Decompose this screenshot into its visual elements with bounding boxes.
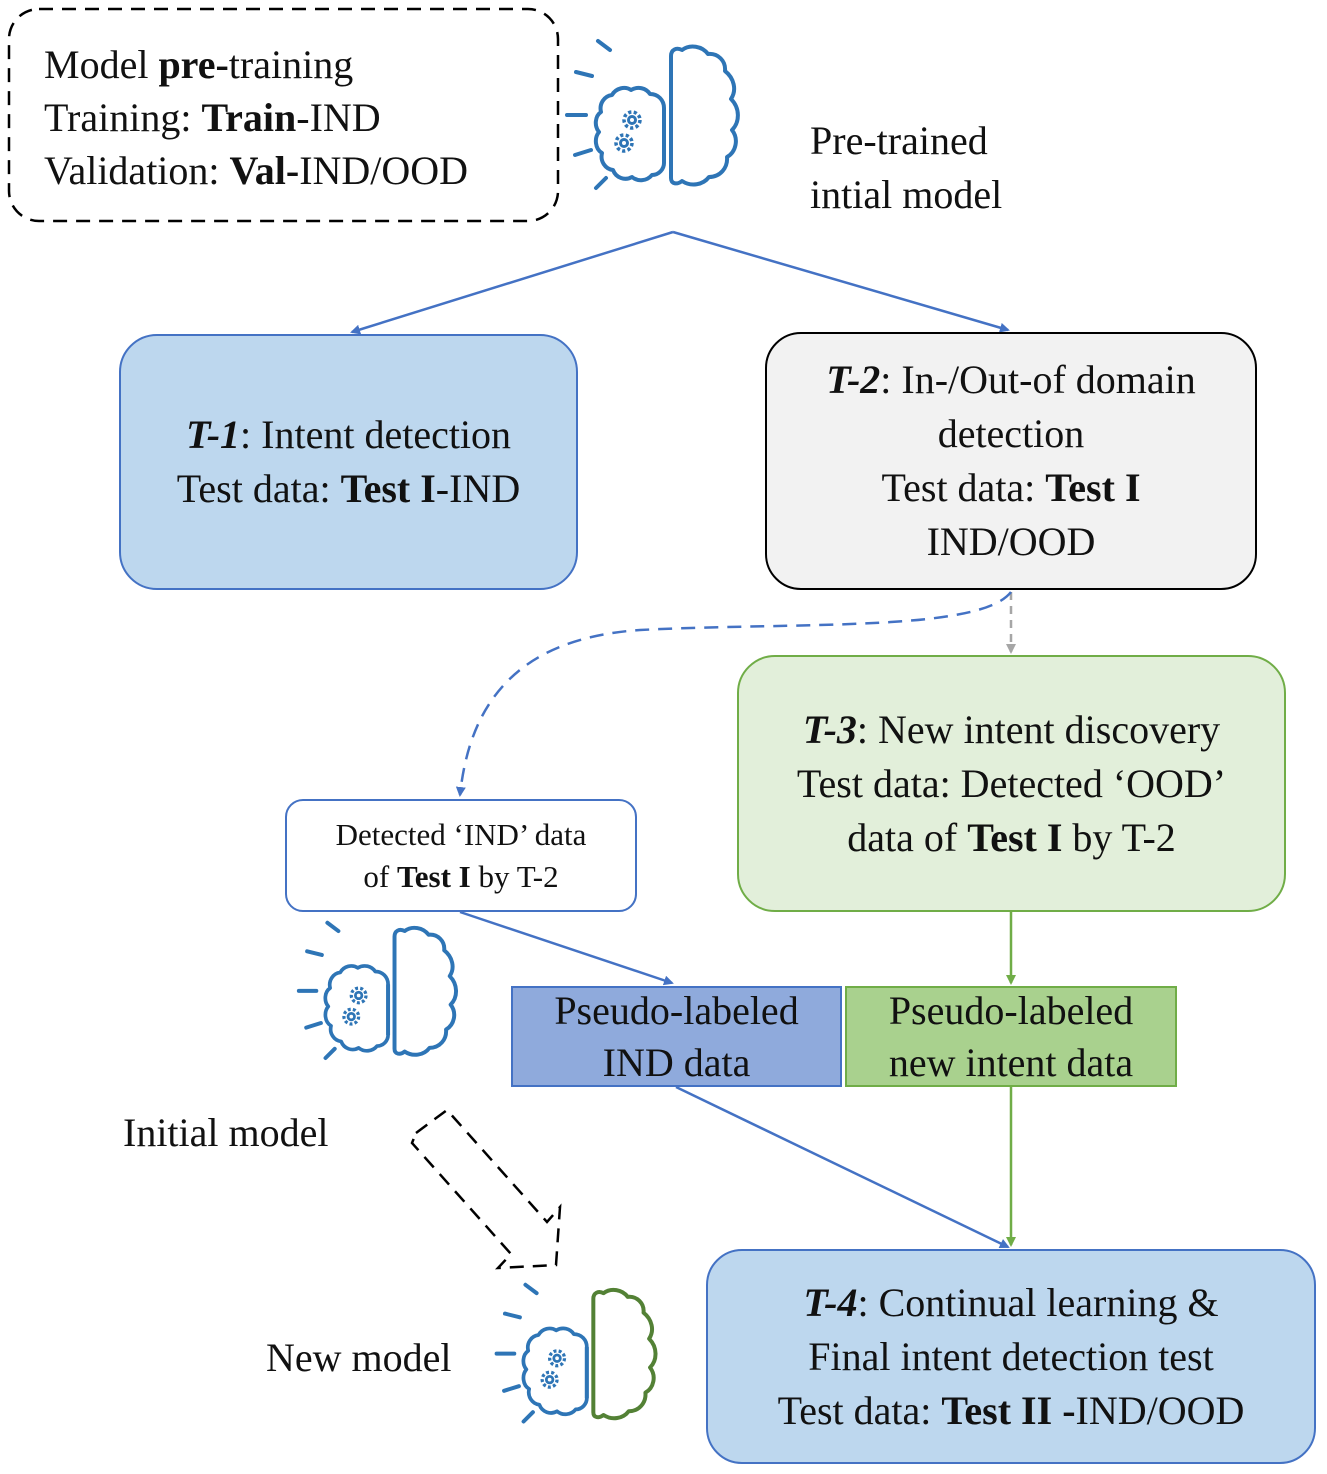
t3-line2: Test data: Detected ‘OOD’ [796,760,1227,806]
detected-ind-line1: Detected ‘IND’ data [335,816,587,852]
pretrain-line1-b: pre- [158,42,229,87]
pseudo-ind-line1: Pseudo-labeled [554,987,799,1033]
t1-box: T-1: Intent detection Test data: Test I-… [119,334,578,590]
pretrain-line2-b: Train [201,95,297,140]
pseudo-ind-to-t4-arrow [675,1085,1010,1249]
detected-ind-line2-b: Test I [396,858,471,894]
split-arrow-t2 [672,230,1010,333]
t3-tag: T-3 [802,706,857,752]
initial-brain-icon [296,920,459,1060]
t4-box: T-4: Continual learning & Final intent d… [706,1249,1316,1464]
detected-ind-line2-a: of [363,858,397,894]
t1-title: : Intent detection [240,412,512,457]
pseudo-new-box: Pseudo-labeled new intent data [845,986,1177,1087]
t2-title: : In-/Out-of domain [880,357,1196,402]
detected-ind-box: Detected ‘IND’ data of Test I by T-2 [285,799,637,912]
t2-to-ind-arrow [455,591,1012,797]
t2-line2: detection [937,411,1085,456]
pretrain-line1-a: Model [44,42,159,87]
t4-line3-a: Test data: [777,1387,942,1433]
t4-line2: Final intent detection test [808,1333,1214,1379]
t3-line3-c: by T-2 [1062,814,1176,860]
pretrain-line3-b: Val- [229,148,300,193]
pretrained-brain-icon [565,39,740,190]
t1-line2-c: -IND [435,466,521,511]
pretrain-text: Model pre-training Training: Train-IND V… [44,38,468,197]
pretrained-label-line2: intial model [810,172,1003,217]
pretrain-line3-c: IND/OOD [299,148,469,193]
new-brain-icon [494,1282,658,1424]
t2-line3-b: Test I [1045,465,1141,510]
pretrain-line3-a: Validation: [44,148,230,193]
ind-to-pseudo-arrow [459,910,674,986]
t3-box: T-3: New intent discovery Test data: Det… [737,655,1286,912]
pretrained-label-line1: Pre-trained [810,118,988,163]
t3-line3-b: Test I [967,814,1063,860]
t1-line2-a: Test data: [176,466,341,511]
split-arrow-t1 [350,230,674,335]
t2-tag: T-2 [826,357,881,402]
pseudo-new-line2: new intent data [888,1039,1134,1085]
pseudo-new-line1: Pseudo-labeled [888,987,1134,1033]
initial-model-label: Initial model [123,1110,329,1155]
pretrain-line2-a: Training: [44,95,202,140]
t4-line3-c: IND/OOD [1075,1387,1245,1433]
t4-line3-b: Test II - [941,1387,1076,1433]
pretrain-line1-c: training [228,42,354,87]
model-update-arrow [410,1108,562,1270]
t3-line3-a: data of [847,814,968,860]
t1-line2-b: Test I [340,466,436,511]
detected-ind-line2-c: by T-2 [470,858,559,894]
t2-box: T-2: In-/Out-of domain detection Test da… [765,332,1257,590]
pretrain-box [7,7,560,223]
pseudo-ind-line2: IND data [602,1039,751,1085]
t4-title: : Continual learning & [857,1279,1219,1325]
t2-line4: IND/OOD [926,519,1096,564]
pseudo-ind-box: Pseudo-labeled IND data [511,986,842,1087]
pretrained-model-label: Pre-trained intial model [810,114,1002,222]
t3-title: : New intent discovery [856,706,1221,752]
t4-tag: T-4 [803,1279,858,1325]
t1-tag: T-1 [185,412,241,457]
new-model-label: New model [266,1335,452,1380]
t2-line3-a: Test data: [881,465,1046,510]
pretrain-line2-c: -IND [296,95,381,140]
